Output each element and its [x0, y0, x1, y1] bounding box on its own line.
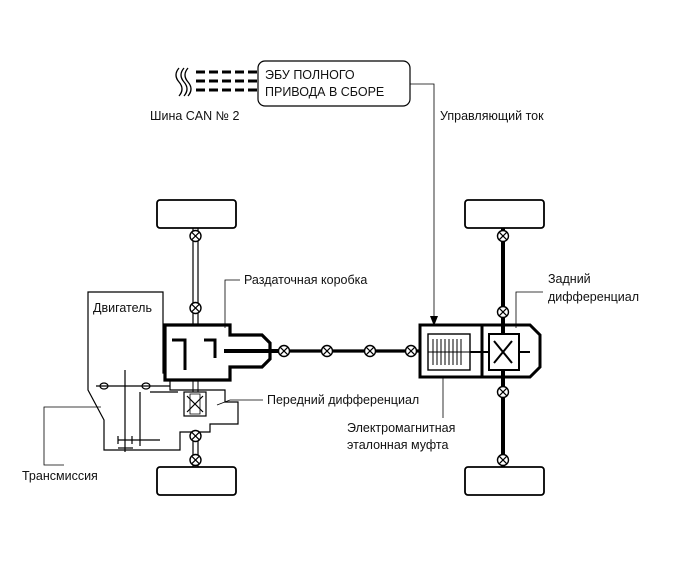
can-bus-connector [175, 67, 262, 97]
transmission-label: Трансмиссия [22, 469, 98, 483]
ecu-box: ЭБУ ПОЛНОГО ПРИВОДА В СБОРЕ [257, 60, 411, 107]
front-differential [183, 380, 207, 417]
control-current-label: Управляющий ток [440, 109, 544, 123]
u-joint-front-left-lower [189, 301, 202, 315]
u-joint-prop-4 [404, 344, 418, 358]
u-joint-front-right-upper [189, 429, 202, 443]
wheel-front-right [156, 466, 237, 496]
u-joint-prop-1 [277, 344, 291, 358]
clutch-label-line2: эталонная муфта [347, 438, 448, 452]
u-joint-prop-2 [320, 344, 334, 358]
wheel-rear-left [464, 199, 545, 229]
wheel-front-left [156, 199, 237, 229]
ecu-label-line2: ПРИВОДА В СБОРЕ [265, 85, 384, 99]
control-current-arrow [430, 316, 438, 326]
ecu-label-line1: ЭБУ ПОЛНОГО [265, 68, 355, 82]
transfer-case [163, 323, 282, 382]
control-current-line [410, 83, 435, 318]
u-joint-prop-3 [363, 344, 377, 358]
wheel-rear-right [464, 466, 545, 496]
electromagnetic-clutch [418, 323, 484, 379]
front-differential-label: Передний дифференциал [267, 393, 419, 407]
u-joint-rear-right-upper [496, 385, 510, 399]
engine-label: Двигатель [93, 301, 152, 315]
u-joint-rear-left-upper [496, 229, 510, 243]
clutch-label-line1: Электромагнитная [347, 421, 455, 435]
u-joint-front-left-upper [189, 229, 202, 243]
can-bus-label: Шина CAN № 2 [150, 109, 240, 123]
u-joint-rear-left-lower [496, 305, 510, 319]
rear-differential-label-line1: Задний [548, 272, 591, 286]
u-joint-rear-right-lower [496, 453, 510, 467]
u-joint-front-right-lower [189, 453, 202, 467]
rear-differential-label-line2: дифференциал [548, 290, 639, 304]
transfer-case-label: Раздаточная коробка [244, 273, 367, 287]
rear-differential [470, 320, 542, 384]
leader-lines [43, 279, 543, 466]
